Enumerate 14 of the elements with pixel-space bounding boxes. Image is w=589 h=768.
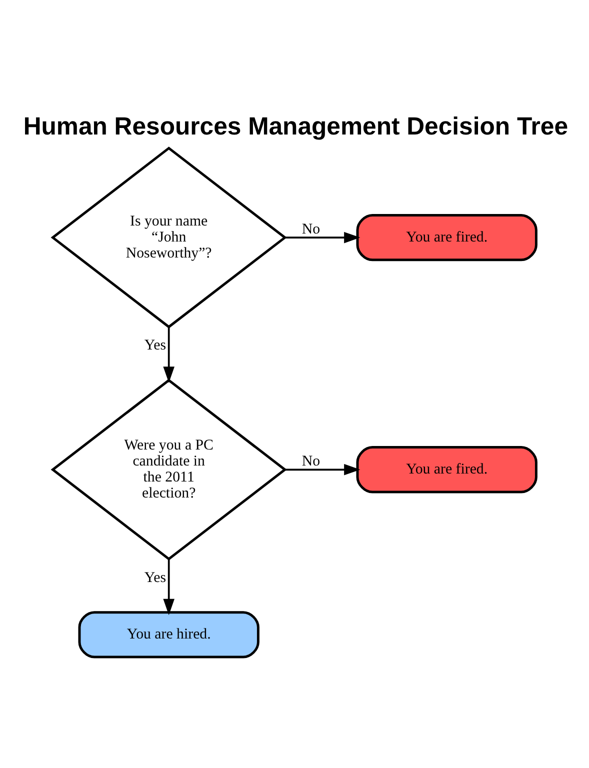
node-box: You are fired. <box>356 214 538 262</box>
arrow <box>285 232 360 244</box>
edge-label: Yes <box>144 337 166 354</box>
edge-label: No <box>302 221 320 238</box>
node-diamond: Were you a PC candidate in the 2011 election? <box>50 378 287 561</box>
node-box: You are hired. <box>78 611 260 658</box>
edge-label: Yes <box>144 570 166 586</box>
diagram-title: Human Resources Management Decision Tree <box>23 114 568 141</box>
arrow <box>163 559 174 616</box>
arrow <box>285 464 360 476</box>
arrow <box>163 327 174 383</box>
node-diamond: Is your name “John Noseworthy”? <box>50 146 287 328</box>
node-box: You are fired. <box>356 446 538 494</box>
edge-label: No <box>302 453 320 470</box>
